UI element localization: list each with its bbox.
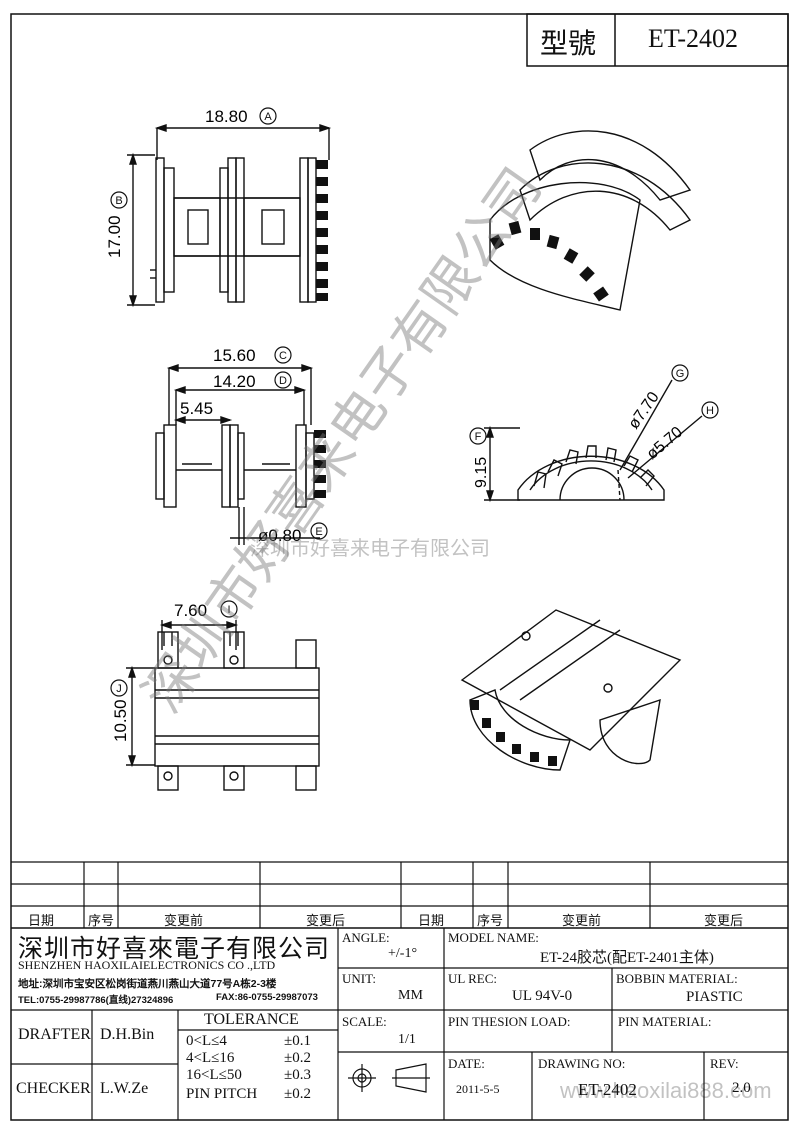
dim-j: 10.50 [111,699,130,742]
model-name-value: ET-24胶芯(配ET-2401主体) [540,950,714,966]
dim-a: 18.80 [205,107,248,126]
circle-letter-g: G [676,368,685,380]
tolerance-label: TOLERANCE [204,1011,299,1028]
tol-range-2: 4<L≤16 [186,1050,235,1066]
rev-header-after-1: 变更后 [306,913,346,928]
tol-value-3: ±0.3 [284,1067,311,1083]
model-value: ET-2402 [648,24,739,53]
scale-label: SCALE: [342,1014,387,1029]
drafter-value: D.H.Bin [100,1026,155,1043]
rev-header-date-2: 日期 [418,913,445,928]
drawing-no-value: ET-2402 [578,1080,637,1099]
dim-f: 9.15 [473,457,490,488]
isometric-view-top [489,130,692,311]
rev-header-date-1: 日期 [28,913,55,928]
company-address: 地址:深圳市宝安区松岗街道燕川燕山大道77号A栋2-3楼 [18,978,277,990]
bobbin-material-label: BOBBIN MATERIAL: [616,971,738,986]
date-label: DATE: [448,1056,485,1071]
circle-letter-h: H [706,405,714,417]
circle-letter-j: J [116,683,122,695]
top-view [155,364,326,545]
circle-letter-i: I [227,604,230,616]
dim-pin-dia: ø0.80 [258,526,301,545]
unit-value: MM [398,988,423,1003]
circle-letter-b: B [115,195,122,207]
pin-material-label: PIN MATERIAL: [618,1014,712,1029]
angle-value: +/-1° [388,946,418,961]
rev-header-seq-2: 序号 [477,913,504,928]
bottom-view [126,620,320,791]
tol-range-1: 0<L≤4 [186,1033,227,1049]
drawing-no-label: DRAWING NO: [538,1056,626,1071]
unit-label: UNIT: [342,971,377,986]
rev-header-seq-1: 序号 [88,913,115,928]
angle-label: ANGLE: [342,930,390,945]
ul-rec-label: UL REC: [448,971,497,986]
circle-letter-e: E [315,526,322,538]
rev-header-before-1: 变更前 [164,913,204,928]
circle-letter-f: F [475,431,482,443]
pin-tension-label: PIN THESION LOAD: [448,1014,571,1029]
date-value: 2011-5-5 [456,1082,500,1096]
rev-label: REV: [710,1056,739,1071]
watermark-inline: 深圳市好喜来电子有限公司 [250,538,490,560]
checker-value: L.W.Ze [100,1080,149,1097]
side-view [484,379,703,503]
scale-value: 1/1 [398,1032,416,1047]
dim-e-offset: 5.45 [180,399,213,418]
dim-d: 14.20 [213,372,256,391]
rev-header-before-2: 变更前 [562,913,602,928]
rev-header-after-2: 变更后 [704,913,744,928]
tol-value-1: ±0.1 [284,1033,311,1049]
dim-i: 7.60 [174,601,207,620]
company-name-cn: 深圳市好喜來電子有限公司 [18,936,331,963]
company-tel: TEL:0755-29987786(直线)27324896 [18,995,174,1006]
ul-rec-value: UL 94V-0 [512,988,573,1004]
circle-letter-d: D [279,375,287,387]
company-fax: FAX:86-0755-29987073 [216,992,318,1003]
rev-value: 2.0 [732,1080,751,1096]
drafter-label: DRAFTER [18,1026,91,1043]
checker-label: CHECKER [16,1080,91,1097]
circle-letter-c: C [279,350,287,362]
model-name-label: MODEL NAME: [448,930,539,945]
dim-b: 17.00 [105,215,124,258]
circle-letter-a: A [264,111,272,123]
tol-value-4: ±0.2 [284,1086,311,1102]
tol-value-2: ±0.2 [284,1050,311,1066]
dim-c: 15.60 [213,346,256,365]
isometric-view-bottom [460,609,682,771]
tol-range-3: 16<L≤50 [186,1067,242,1083]
company-name-en: SHENZHEN HAOXILAIELECTRONICS CO .,LTD [18,958,276,972]
tol-range-4: PIN PITCH [186,1086,258,1102]
watermark-url: www.haoxilai888.com [560,1078,772,1103]
bobbin-material-value: PIASTIC [686,989,743,1005]
model-label: 型號 [540,29,597,60]
front-view [127,124,332,308]
